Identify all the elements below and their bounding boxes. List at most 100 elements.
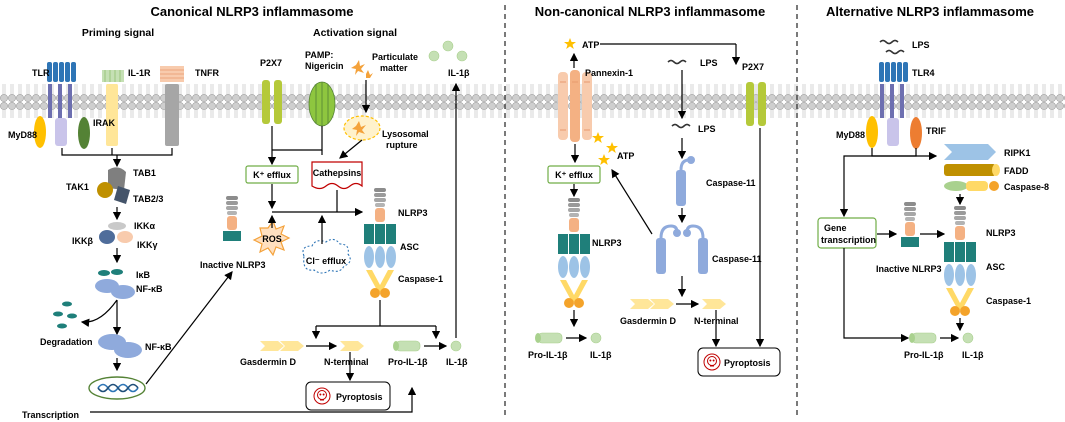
gene1-label: Gene bbox=[824, 223, 847, 233]
trif-label: TRIF bbox=[926, 126, 946, 136]
priming-convergence bbox=[61, 148, 173, 156]
cathepsins-label: Cathepsins bbox=[313, 168, 362, 178]
myd88-shape-alt bbox=[866, 116, 878, 148]
fadd-label: FADD bbox=[1004, 166, 1029, 176]
kefflux-box bbox=[245, 165, 299, 184]
arrow-nigericin-to-kefflux bbox=[272, 126, 323, 151]
dna-icon bbox=[88, 376, 146, 400]
cl-efflux-cloud bbox=[302, 238, 351, 274]
inactive-nlrp3-label: Inactive NLRP3 bbox=[200, 260, 266, 270]
nlrp3-label-noncanonical: NLRP3 bbox=[592, 238, 622, 248]
gene-transcription-box bbox=[817, 217, 877, 249]
casp11a-label: Caspase-11 bbox=[706, 178, 756, 188]
lps2-label: LPS bbox=[698, 124, 716, 134]
tlr-label: TLR bbox=[32, 68, 50, 78]
pamp-label: PAMP: bbox=[305, 50, 333, 60]
myd88-shape bbox=[34, 116, 46, 148]
arrow-degradation bbox=[80, 299, 118, 327]
lysosome bbox=[343, 115, 381, 141]
inactive-nlrp3-alt bbox=[901, 202, 919, 247]
nigericin-label: Nigericin bbox=[305, 61, 344, 71]
tak1-label: TAK1 bbox=[66, 182, 89, 192]
cell-membrane bbox=[0, 84, 1065, 118]
casp11b-label: Caspase-11 bbox=[712, 254, 762, 264]
ros-burst bbox=[252, 219, 291, 257]
secreted-il1b bbox=[428, 40, 468, 62]
nterminal-noncanonical bbox=[702, 299, 726, 309]
ripk1-shape bbox=[944, 144, 996, 160]
nlrp3-label-canonical: NLRP3 bbox=[398, 208, 428, 218]
ikka-label: IKKα bbox=[134, 221, 155, 231]
nlrp3-label-alt: NLRP3 bbox=[986, 228, 1016, 238]
pyroptosis-label-canonical: Pyroptosis bbox=[336, 392, 383, 402]
il1b-ball-noncanonical bbox=[590, 332, 602, 344]
asc-label-canonical: ASC bbox=[400, 242, 420, 252]
nfkb-dimer bbox=[98, 334, 142, 358]
nterminal-label-canonical: N-terminal bbox=[324, 357, 369, 367]
kefflux-box-noncanonical bbox=[547, 165, 601, 184]
arrow-transcription-to-proil1b bbox=[90, 386, 417, 413]
particulate-crystals bbox=[351, 60, 373, 78]
il1r-label: IL-1R bbox=[128, 68, 151, 78]
tab1-label: TAB1 bbox=[133, 168, 156, 178]
myd88-label: MyD88 bbox=[8, 130, 37, 140]
lps1-label: LPS bbox=[700, 58, 718, 68]
il1b-ball-alt bbox=[962, 332, 974, 344]
lps-squiggle-inside bbox=[671, 123, 691, 129]
atp-mid-label: ATP bbox=[617, 151, 634, 161]
atp-top-label: ATP bbox=[582, 40, 599, 50]
particulate-label: Particulate bbox=[372, 52, 418, 62]
cathepsins-box bbox=[311, 161, 363, 190]
gasdermin-d-noncanonical bbox=[630, 299, 674, 309]
inactive-nlrp3-protein bbox=[223, 196, 241, 241]
clefflux-label: Cl⁻ efflux bbox=[306, 256, 346, 266]
ikkb-label: IKKβ bbox=[72, 236, 93, 246]
caspase1-label-alt: Caspase-1 bbox=[986, 296, 1031, 306]
caspase8-label: Caspase-8 bbox=[1004, 182, 1049, 192]
pyroptosis-label-noncanonical: Pyroptosis bbox=[724, 358, 771, 368]
pro-il1b-canonical bbox=[392, 340, 421, 352]
proil1b-label-alt: Pro-IL-1β bbox=[904, 350, 944, 360]
nlrp3-inflammasome-alt bbox=[944, 206, 976, 316]
caspase1-split bbox=[316, 300, 436, 327]
tlr-receptor bbox=[47, 62, 76, 146]
nterminal-canonical bbox=[340, 341, 364, 351]
il1r-receptor bbox=[102, 70, 124, 146]
noncanonical-title: Non-canonical NLRP3 inflammasome bbox=[535, 4, 765, 19]
pyroptosis-box-canonical bbox=[305, 381, 391, 411]
pannexin-channel bbox=[558, 70, 592, 142]
nfkb1-label: NF-κB bbox=[136, 284, 163, 294]
caspase1-label-canonical: Caspase-1 bbox=[398, 274, 443, 284]
il1b-top-label: IL-1β bbox=[448, 68, 470, 78]
gasdermin-d-canonical bbox=[260, 341, 304, 351]
p2x7-label-canonical: P2X7 bbox=[260, 58, 282, 68]
asc-label-alt: ASC bbox=[986, 262, 1006, 272]
matter-label: matter bbox=[380, 63, 408, 73]
tlr4-label: TLR4 bbox=[912, 68, 935, 78]
pro-il1b-alt bbox=[908, 332, 937, 344]
priming-title: Priming signal bbox=[82, 27, 154, 39]
nigericin-channel bbox=[308, 81, 336, 127]
lps-label-alt: LPS bbox=[912, 40, 930, 50]
il1b-label-canonical: IL-1β bbox=[446, 357, 468, 367]
p2x7-label-noncanonical: P2X7 bbox=[742, 62, 764, 72]
ikk-complex bbox=[99, 222, 133, 244]
pyroptosis-box-noncanonical bbox=[697, 347, 781, 377]
caspase8-shape bbox=[944, 181, 999, 191]
tlr4-receptor bbox=[879, 62, 908, 146]
nfkb2-label: NF-κB bbox=[145, 342, 172, 352]
transcription-label: Transcription bbox=[22, 410, 79, 420]
alternative-title: Alternative NLRP3 inflammasome bbox=[826, 4, 1034, 19]
degradation-label: Degradation bbox=[40, 337, 93, 347]
canonical-title: Canonical NLRP3 inflammasome bbox=[151, 4, 354, 19]
caspase11-dimer bbox=[656, 224, 708, 274]
proil1b-label-canonical: Pro-IL-1β bbox=[388, 357, 428, 367]
skull-icon-noncanonical bbox=[703, 353, 721, 371]
pro-il1b-noncanonical bbox=[534, 332, 563, 344]
activation-title: Activation signal bbox=[313, 27, 397, 39]
pannexin-label: Pannexin-1 bbox=[585, 68, 633, 78]
trif-shape bbox=[910, 117, 922, 149]
arrow-gene-to-proil1b bbox=[843, 248, 910, 343]
tak-complex bbox=[97, 167, 130, 204]
atp-star-top bbox=[564, 38, 576, 49]
